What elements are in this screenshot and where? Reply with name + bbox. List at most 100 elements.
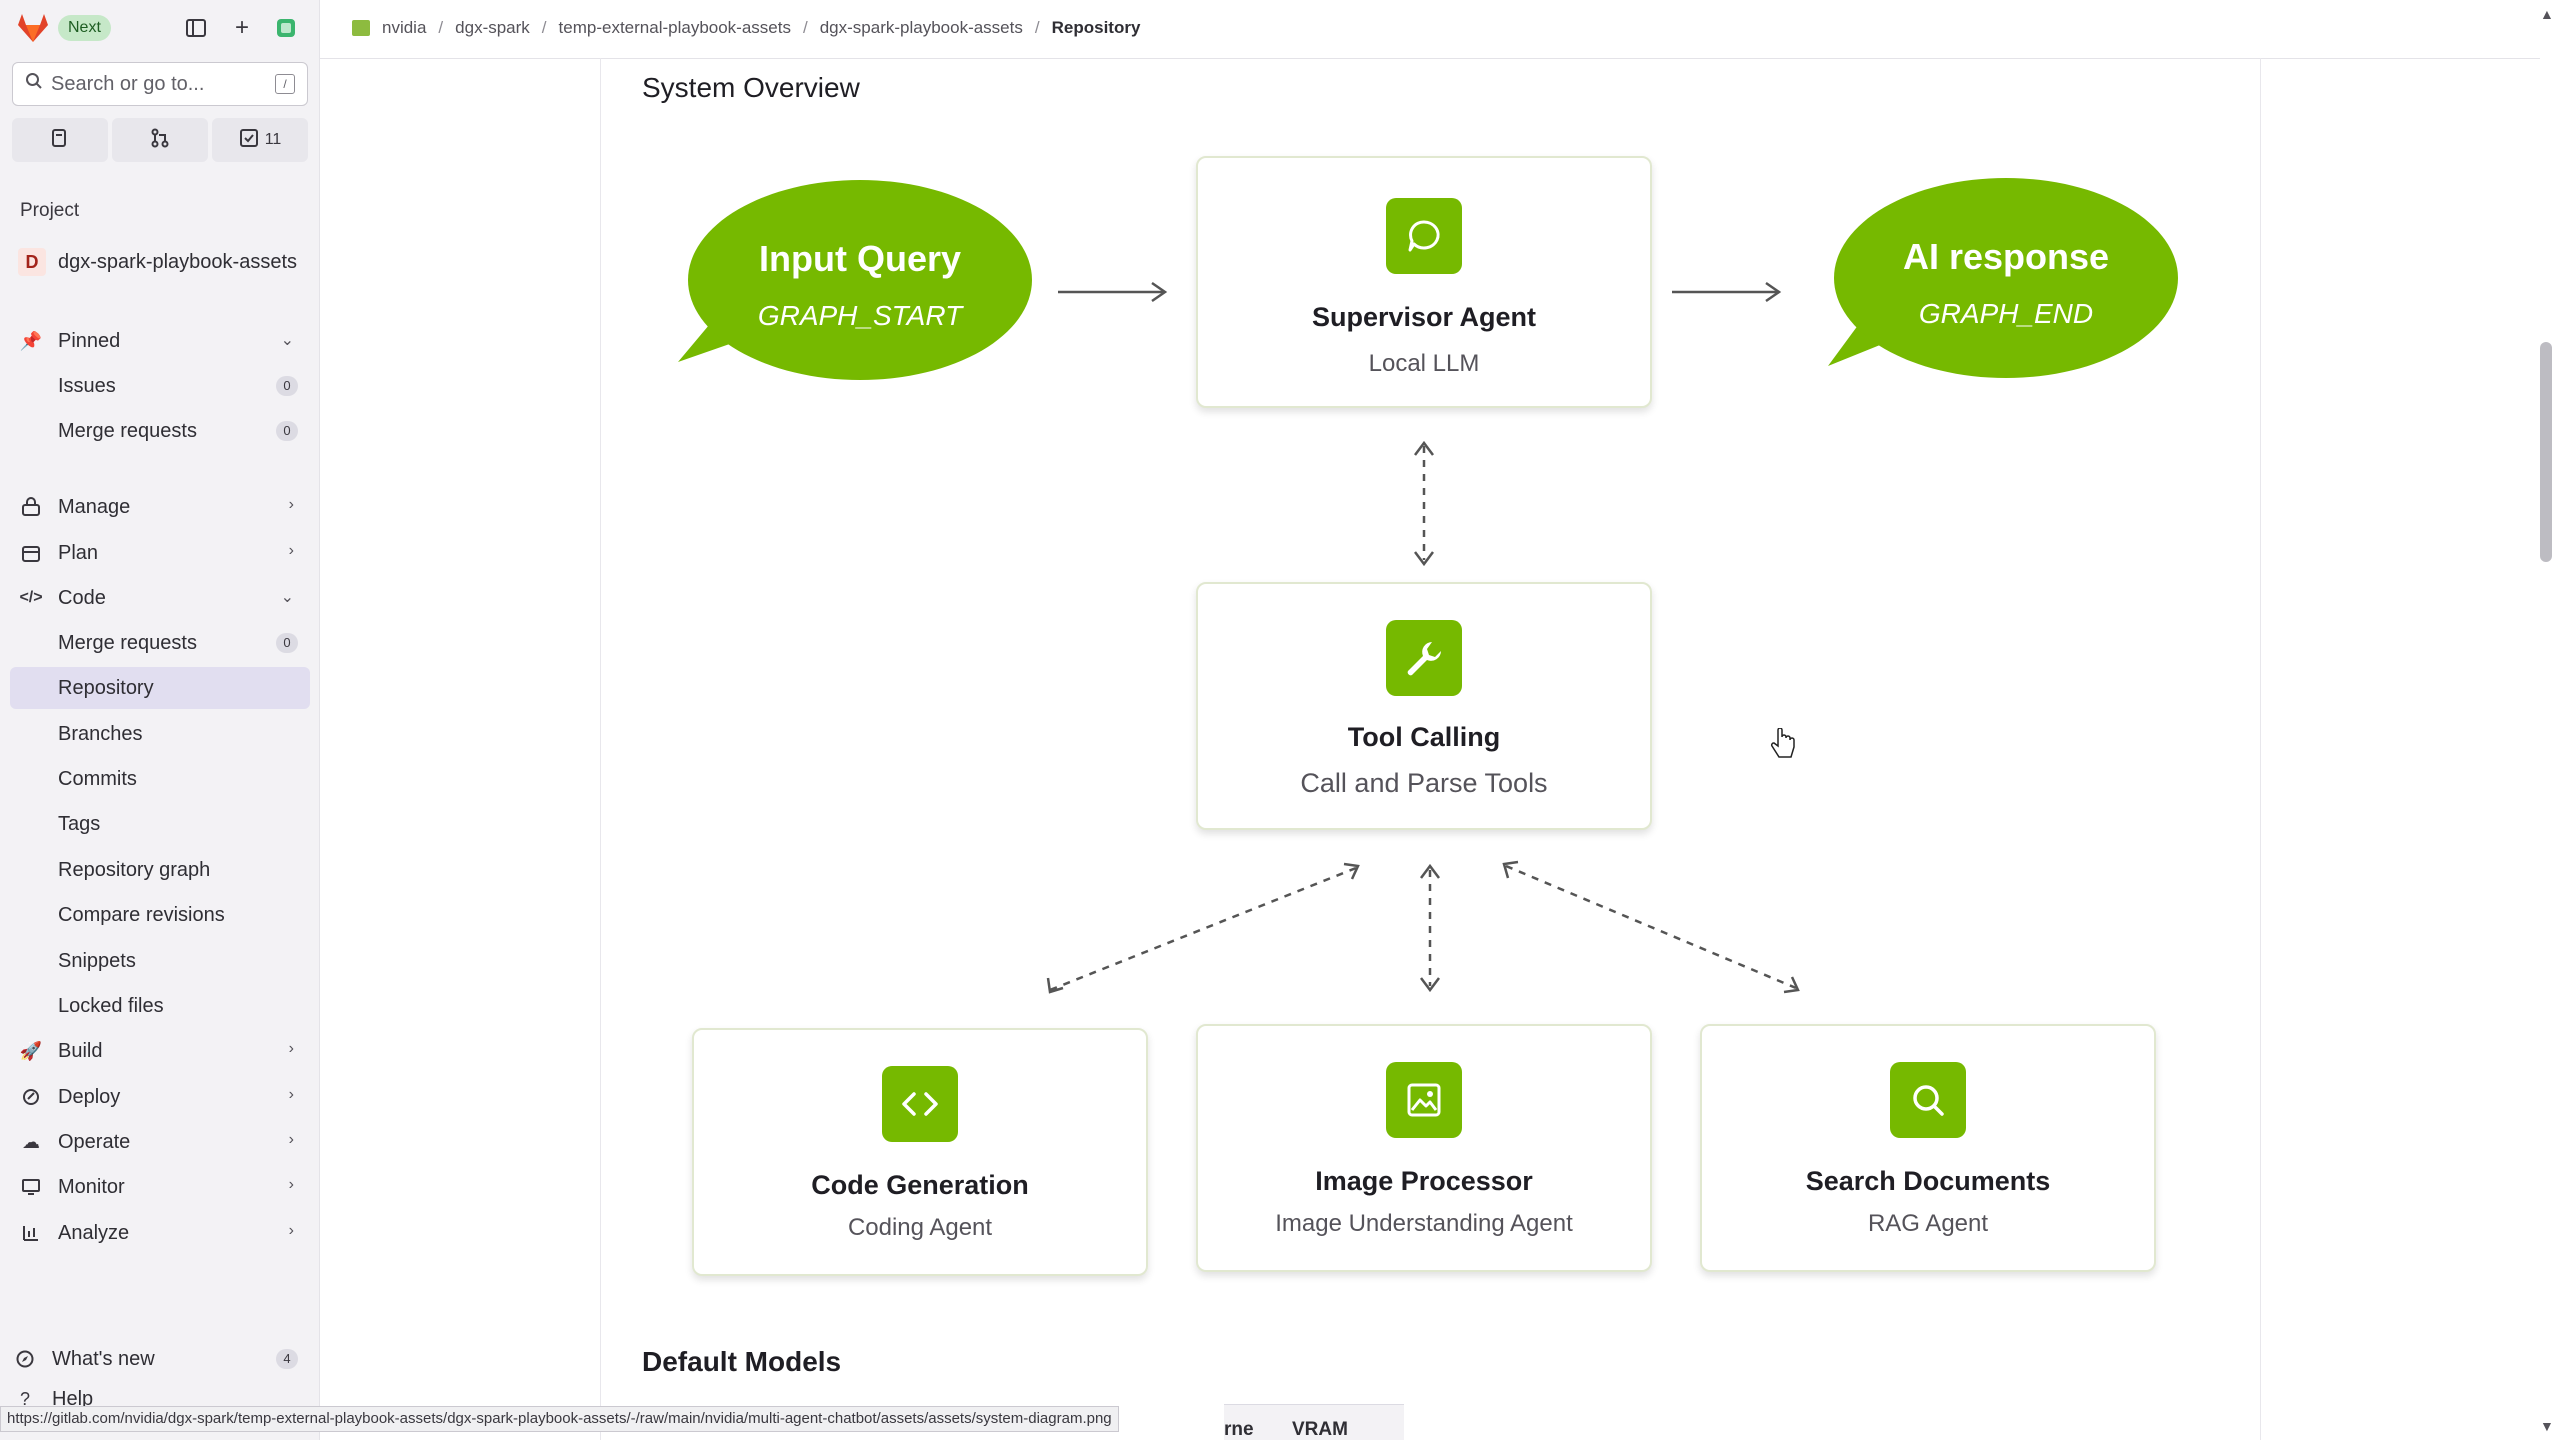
sidebar-item-help[interactable]: ? Help <box>10 1388 310 1410</box>
todos-quick-button[interactable]: 11 <box>212 118 308 162</box>
image-icon <box>1386 1062 1462 1138</box>
scroll-down-arrow-icon[interactable]: ▼ <box>2540 1418 2554 1434</box>
chevron-down-icon: ⌄ <box>280 332 294 349</box>
sidebar-item-manage[interactable]: Manage › <box>10 486 310 528</box>
sidebar-item-code-merge-requests[interactable]: Merge requests 0 <box>10 622 310 664</box>
chevron-right-icon: › <box>288 1176 294 1193</box>
sidebar-topbar: Next + <box>0 0 320 56</box>
sidebar-item-label: Branches <box>58 722 143 745</box>
breadcrumb-item[interactable]: temp-external-playbook-assets <box>558 18 791 37</box>
sidebar-item-label: Manage <box>58 495 131 518</box>
sidebar-item-label: Code <box>58 586 106 609</box>
ai-response-subtitle: GRAPH_END <box>1918 298 2094 329</box>
table-header-cell: rne <box>1224 1419 1254 1440</box>
sidebar-item-plan[interactable]: Plan › <box>10 532 310 574</box>
toggle-sidebar-icon[interactable] <box>180 12 212 44</box>
code-generation-card: Code Generation Coding Agent <box>692 1028 1148 1276</box>
sidebar-item-pinned[interactable]: 📌 Pinned ⌄ <box>10 320 310 362</box>
search-icon <box>1890 1062 1966 1138</box>
code-icon: </> <box>19 589 43 606</box>
breadcrumb-item[interactable]: nvidia <box>382 18 427 37</box>
compass-icon <box>14 1348 36 1370</box>
sidebar-item-build[interactable]: 🚀 Build › <box>10 1030 310 1072</box>
sidebar-item-label: Help <box>52 1388 94 1410</box>
search-documents-subtitle: RAG Agent <box>1867 1210 1989 1237</box>
chevron-right-icon: › <box>288 1040 294 1057</box>
project-avatar[interactable]: D <box>18 248 46 276</box>
whats-new-count-badge: 4 <box>276 1349 298 1369</box>
sidebar-item-compare-revisions[interactable]: Compare revisions <box>10 894 310 936</box>
sidebar-item-label: Deploy <box>58 1085 121 1108</box>
input-query-subtitle: GRAPH_START <box>757 300 963 331</box>
search-input[interactable]: Search or go to... / <box>12 62 308 106</box>
tool-calling-title: Tool Calling <box>1347 722 1501 752</box>
supervisor-agent-card: Supervisor Agent Local LLM <box>1196 156 1652 408</box>
breadcrumb-separator: / <box>802 18 808 37</box>
ai-response-bubble: AI response GRAPH_END <box>1834 178 2178 378</box>
sidebar-item-locked-files[interactable]: Locked files <box>10 985 310 1027</box>
sidebar-item-label: Repository graph <box>58 858 211 881</box>
search-documents-card: Search Documents RAG Agent <box>1700 1024 2156 1272</box>
sidebar-item-label: Operate <box>58 1130 131 1153</box>
breadcrumb-item[interactable]: dgx-spark <box>455 18 530 37</box>
sidebar-item-label: Locked files <box>58 994 164 1017</box>
sidebar: Next + Search or go to... / 11 Project D… <box>0 0 320 1440</box>
breadcrumb: nvidia / dgx-spark / temp-external-playb… <box>352 18 1140 38</box>
sidebar-item-commits[interactable]: Commits <box>10 758 310 800</box>
chevron-right-icon: › <box>288 542 294 559</box>
breadcrumb-item[interactable]: dgx-spark-playbook-assets <box>819 18 1023 37</box>
sidebar-item-operate[interactable]: ☁ Operate › <box>10 1121 310 1163</box>
link-status-url: https://gitlab.com/nvidia/dgx-spark/temp… <box>0 1406 1119 1432</box>
sidebar-item-snippets[interactable]: Snippets <box>10 940 310 982</box>
next-badge[interactable]: Next <box>58 15 111 41</box>
code-generation-title: Code Generation <box>811 1170 1029 1200</box>
ai-response-title: AI response <box>1902 236 2110 277</box>
sidebar-item-analyze[interactable]: Analyze › <box>10 1212 310 1254</box>
rocket-icon: 🚀 <box>19 1040 43 1061</box>
sidebar-item-pinned-merge-requests[interactable]: Merge requests 0 <box>10 410 310 452</box>
sidebar-item-monitor[interactable]: Monitor › <box>10 1166 310 1208</box>
search-icon <box>25 72 43 96</box>
sidebar-item-label: Merge requests <box>58 419 197 442</box>
supervisor-agent-title: Supervisor Agent <box>1311 302 1537 332</box>
section-heading: System Overview <box>642 72 860 103</box>
chat-bubble-icon <box>1386 198 1462 274</box>
duo-chat-icon[interactable] <box>270 12 302 44</box>
project-name-link[interactable]: dgx-spark-playbook-assets <box>58 251 297 273</box>
default-models-heading: Default Models <box>642 1346 842 1377</box>
scroll-up-arrow-icon[interactable]: ▲ <box>2540 6 2554 22</box>
sidebar-item-label: Tags <box>58 812 101 835</box>
sidebar-item-tags[interactable]: Tags <box>10 803 310 845</box>
page-scrollbar[interactable] <box>2540 342 2552 562</box>
sidebar-item-deploy[interactable]: Deploy › <box>10 1076 310 1118</box>
nvidia-logo-icon <box>352 20 370 36</box>
hand-cursor-icon <box>1770 727 1796 768</box>
sidebar-item-issues[interactable]: Issues 0 <box>10 365 310 407</box>
pin-icon: 📌 <box>19 330 43 351</box>
content-border-left <box>600 58 601 1440</box>
sidebar-item-label: Issues <box>58 374 116 397</box>
issues-icon <box>50 128 70 153</box>
chevron-right-icon: › <box>288 496 294 513</box>
search-placeholder: Search or go to... <box>51 72 205 95</box>
tool-calling-subtitle: Call and Parse Tools <box>1300 768 1548 798</box>
merge-requests-quick-button[interactable] <box>112 118 208 162</box>
header-divider <box>320 58 2540 59</box>
sidebar-item-code[interactable]: </> Code ⌄ <box>10 577 310 619</box>
sidebar-item-label: What's new <box>52 1347 155 1370</box>
sidebar-item-repository-graph[interactable]: Repository graph <box>10 849 310 891</box>
gitlab-logo-icon[interactable] <box>16 12 50 44</box>
issues-quick-button[interactable] <box>12 118 108 162</box>
sidebar-item-label: Repository <box>58 676 154 699</box>
sidebar-item-label: Build <box>58 1039 103 1062</box>
sidebar-item-branches[interactable]: Branches <box>10 713 310 755</box>
sidebar-item-label: Compare revisions <box>58 903 225 926</box>
breadcrumb-current[interactable]: Repository <box>1051 18 1141 37</box>
create-new-icon[interactable]: + <box>234 14 249 41</box>
sidebar-item-repository[interactable]: Repository <box>10 667 310 709</box>
sidebar-item-label: Commits <box>58 767 137 790</box>
search-documents-title: Search Documents <box>1805 1166 2051 1196</box>
sidebar-item-whats-new[interactable]: What's new 4 <box>10 1338 310 1380</box>
sidebar-item-label: Plan <box>58 541 99 564</box>
manage-icon <box>20 496 42 518</box>
